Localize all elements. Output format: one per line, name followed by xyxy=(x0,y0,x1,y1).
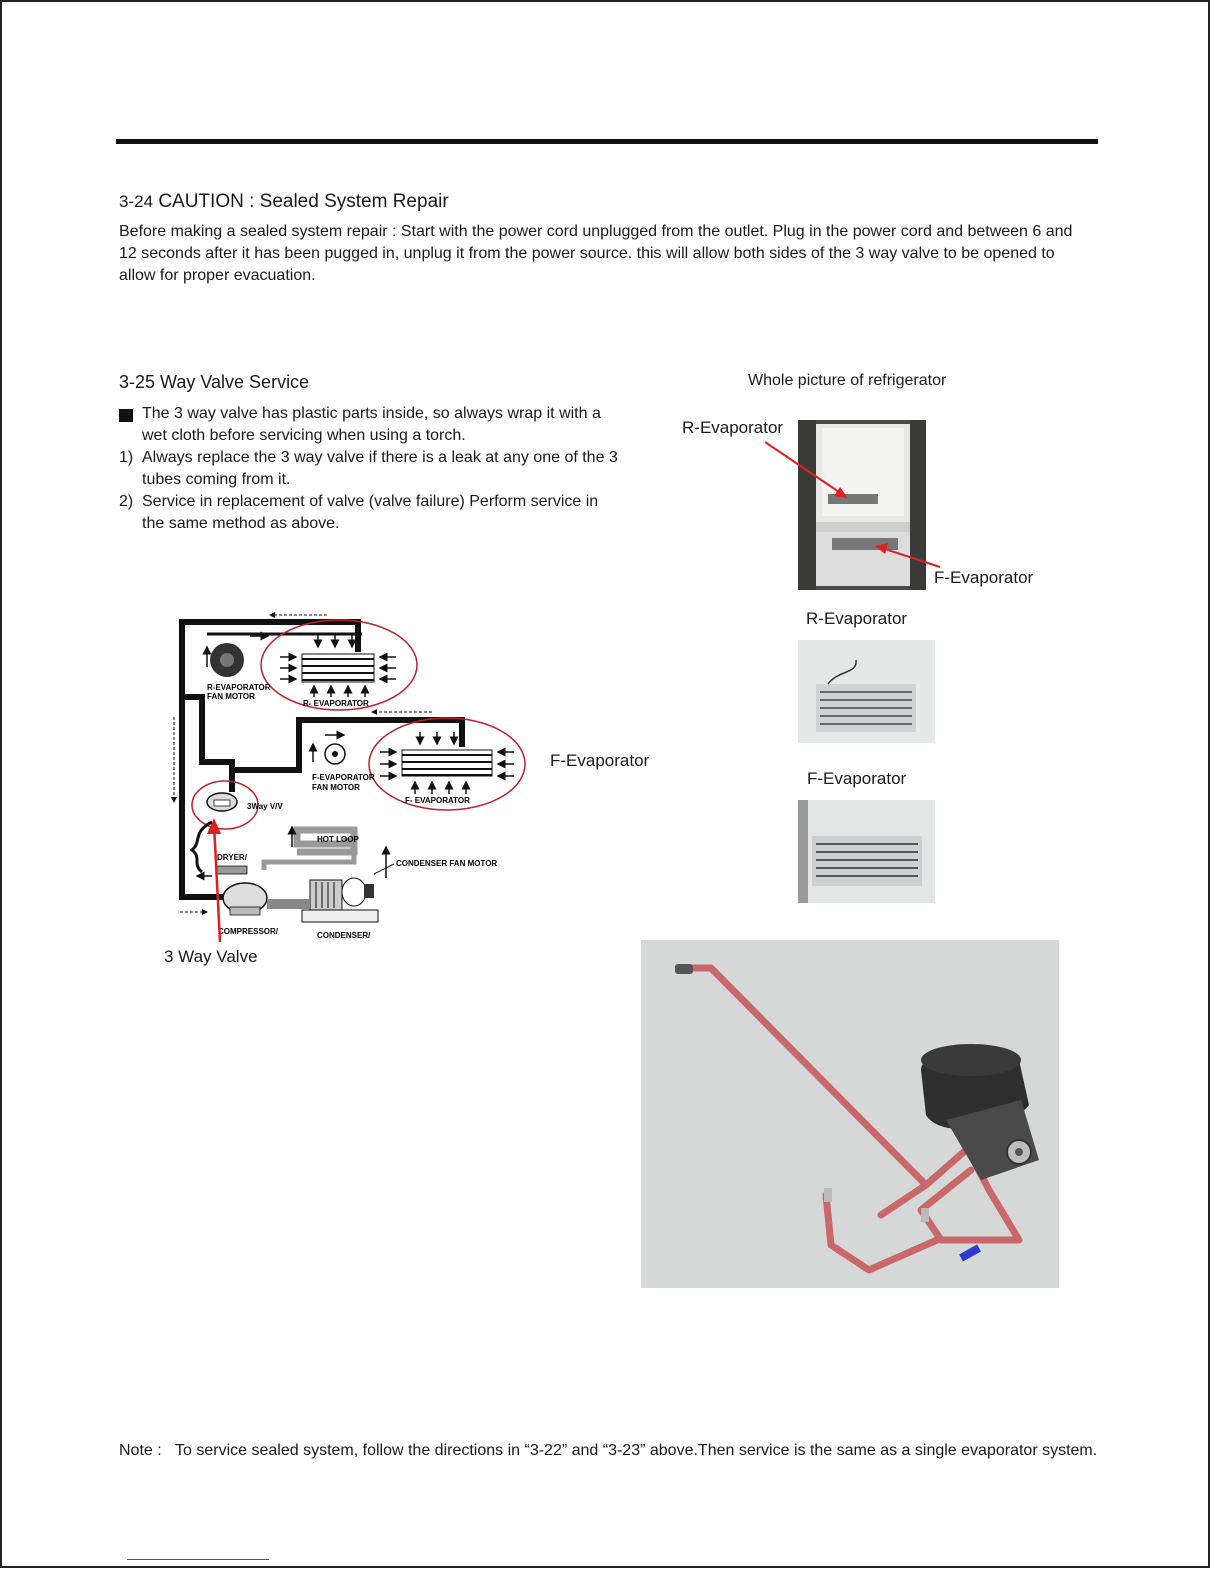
valve-highlight xyxy=(191,780,259,830)
f-evaporator-label: F- EVAPORATOR xyxy=(405,796,470,805)
r-evaporator-coil xyxy=(301,653,375,683)
r-evaporator-label: R- EVAPORATOR xyxy=(303,699,369,708)
footer-link-underline xyxy=(127,1559,269,1560)
section-325-title: 3-25 Way Valve Service xyxy=(119,372,310,392)
condenser-label: CONDENSER/ xyxy=(317,931,371,940)
condenser-fan-motor-label: CONDENSER FAN MOTOR xyxy=(396,859,497,868)
header-rule xyxy=(116,139,1098,144)
section-324-number: 3-24 xyxy=(119,192,154,211)
r-evaporator-photo xyxy=(798,640,935,743)
list-item: 2) Service in replacement of valve (valv… xyxy=(119,493,599,532)
square-bullet-icon xyxy=(119,403,133,429)
section-324-heading: CAUTION : Sealed System Repair xyxy=(158,191,449,212)
r-fan-motor-label-2: FAN MOTOR xyxy=(207,692,255,701)
dryer-label: DRYER/ xyxy=(217,853,248,862)
hot-loop-label: HOT LOOP xyxy=(317,835,359,844)
condenser-fan-icon xyxy=(341,877,374,907)
whole-r-evaporator-label: R-Evaporator xyxy=(682,418,784,437)
whole-f-evaporator-label: F-Evaporator xyxy=(934,568,1034,587)
f-evaporator-callout: F-Evaporator xyxy=(550,751,650,770)
three-way-valve-callout: 3 Way Valve xyxy=(164,947,258,966)
compressor-label: COMPRESSOR/ xyxy=(218,927,279,936)
r-fan-motor-label-1: R-EVAPORATOR xyxy=(207,683,271,692)
f-evaporator-coil xyxy=(401,749,493,777)
valve-body-icon xyxy=(921,1044,1039,1180)
valve-label: 3Way V/V xyxy=(247,802,283,811)
f-evaporator-highlight xyxy=(368,717,526,811)
f-fan-motor-label-2: FAN MOTOR xyxy=(312,783,360,792)
refrigeration-cycle-diagram: R-EVAPORATOR FAN MOTOR R- EVAPORATOR F-E… xyxy=(171,612,526,943)
condenser-icon xyxy=(301,879,379,923)
r-evaporator-photo-title: R-Evaporator xyxy=(806,609,908,628)
f-evaporator-photo-title: F-Evaporator xyxy=(807,769,907,788)
valve-service-list: The 3 way valve has plastic parts inside… xyxy=(119,403,619,535)
photo-callout-arrows xyxy=(764,441,941,568)
three-way-valve-icon xyxy=(206,792,238,812)
list-item: 1) Always replace the 3 way valve if the… xyxy=(119,449,618,488)
f-fan-motor-icon xyxy=(324,743,346,765)
dryer-icon xyxy=(216,865,248,875)
note-text: To service sealed system, follow the dir… xyxy=(175,1442,1098,1459)
three-way-valve-render xyxy=(641,940,1059,1288)
service-note: Note : To service sealed system, follow … xyxy=(119,1440,1099,1462)
section-324-paragraph: Before making a sealed system repair : S… xyxy=(119,223,1073,284)
manual-page: 3-24 CAUTION : Sealed System Repair Befo… xyxy=(0,0,1210,1568)
r-evaporator-highlight xyxy=(260,619,418,711)
note-lead: Note : xyxy=(119,1442,162,1459)
fan-motor-icon xyxy=(210,643,244,677)
compressor-icon xyxy=(222,882,268,916)
f-fan-motor-label-1: F-EVAPORATOR xyxy=(312,773,375,782)
section-324-title: 3-24 CAUTION : Sealed System Repair xyxy=(119,191,449,213)
refrigerator-interior-photo xyxy=(798,420,926,590)
list-item: The 3 way valve has plastic parts inside… xyxy=(119,403,619,447)
whole-picture-title: Whole picture of refrigerator xyxy=(748,372,947,389)
f-evaporator-photo xyxy=(798,800,935,903)
